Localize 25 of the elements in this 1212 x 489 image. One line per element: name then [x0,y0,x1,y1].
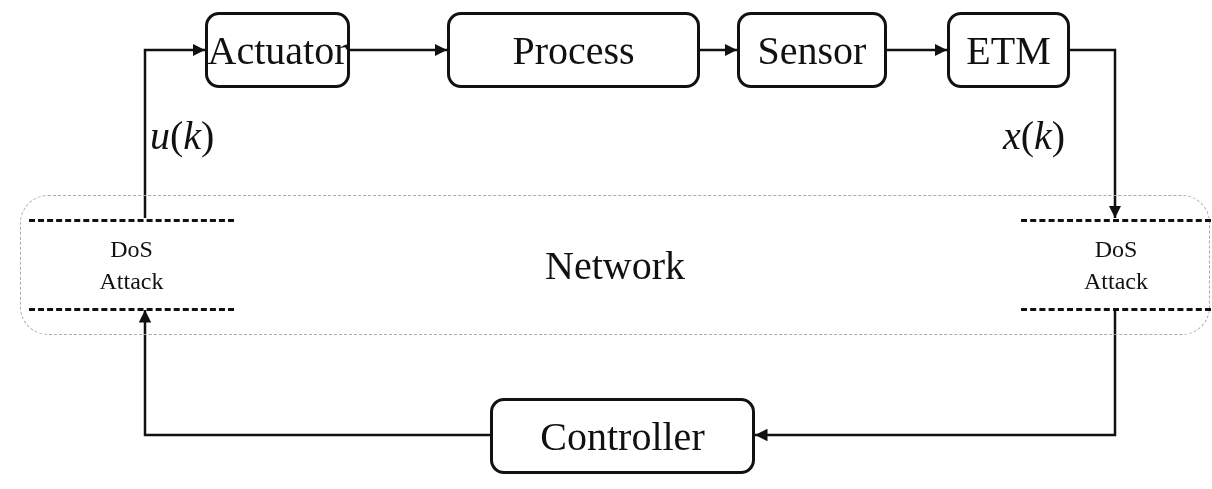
process-box [447,12,700,88]
process-box [490,398,755,474]
arrow [143,43,205,218]
box-label: ETM [966,26,1051,74]
arrow [350,43,447,57]
attack-gate [29,219,234,311]
box-label: Controller [540,412,705,460]
network-label: Network [545,241,685,289]
arrow [755,310,1117,442]
process-box [947,12,1070,88]
box-label: Actuator [207,26,348,74]
network-band [20,195,1210,335]
process-box [737,12,887,88]
edge-label: u(k) [150,112,215,159]
arrow [887,43,947,57]
attack-label: DoS Attack [98,234,165,296]
box-label: Process [512,26,635,74]
arrow [700,43,737,57]
attack-gate [1021,219,1211,311]
box-label: Sensor [757,26,867,74]
arrow [1070,48,1122,218]
process-box [205,12,350,88]
edge-label: x(k) [1003,112,1066,159]
attack-label: DoS Attack [1083,234,1149,296]
arrow [138,310,490,437]
